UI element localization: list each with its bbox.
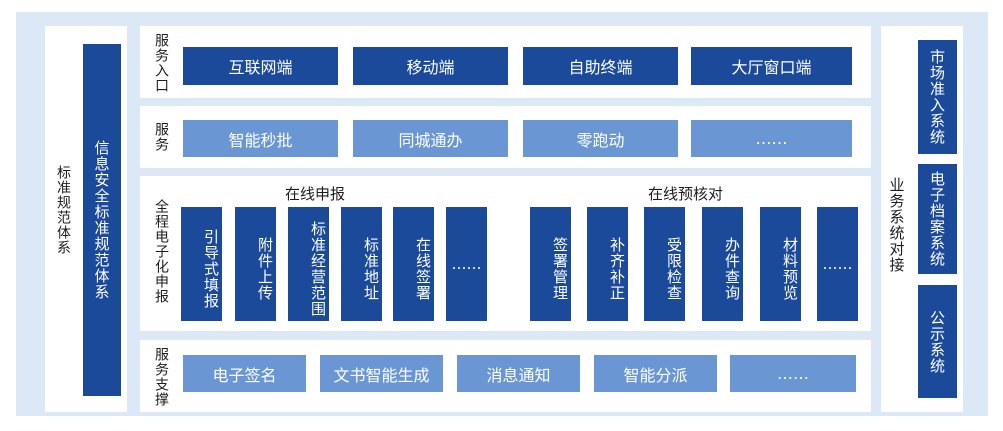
instant-approval-box: 智能秒批	[183, 120, 338, 157]
mobile-channel-box: 移动端	[353, 47, 508, 85]
business-integration-label: 业务系统对接	[887, 177, 906, 273]
standards-label: 标准规范体系	[55, 165, 71, 255]
service-label: 服务	[153, 122, 169, 152]
market-access-system-box: 市场准入系统	[918, 40, 957, 154]
electronic-filing-label: 全程电子化申报	[153, 198, 169, 304]
same-city-service-box: 同城通办	[353, 120, 508, 157]
online-precheck-title: 在线预核对	[648, 185, 724, 203]
smart-dispatch-box: 智能分派	[594, 355, 717, 392]
kiosk-channel-box: 自助终端	[523, 47, 678, 85]
hall-window-channel-box: 大厅窗口端	[691, 47, 852, 85]
zero-trip-box: 零跑动	[523, 120, 678, 157]
security-standards-box: 信息安全标准规范体系	[83, 44, 121, 396]
case-query-box: 办件查询	[702, 207, 743, 321]
public-notice-system-box: 公示系统	[918, 285, 957, 398]
e-archive-system-box: 电子档案系统	[918, 164, 957, 274]
filing-more-box: ……	[446, 207, 487, 321]
service-entry-label: 服务入口	[153, 33, 169, 93]
guided-filling-box: 引导式填报	[181, 207, 222, 321]
restriction-check-box: 受限检查	[644, 207, 685, 321]
internet-channel-box: 互联网端	[183, 47, 338, 85]
attachment-upload-box: 附件上传	[235, 207, 276, 321]
e-signature-box: 电子签名	[183, 355, 306, 392]
message-notification-box: 消息通知	[457, 355, 580, 392]
online-signing-box: 在线签署	[393, 207, 434, 321]
service-more-box: ……	[691, 120, 852, 157]
supplement-correction-box: 补齐补正	[587, 207, 628, 321]
service-support-label: 服务支撑	[153, 347, 169, 407]
document-generation-box: 文书智能生成	[320, 355, 443, 392]
business-scope-box: 标准经营范围	[288, 207, 329, 321]
online-filing-title: 在线申报	[285, 185, 346, 203]
standard-address-box: 标准地址	[341, 207, 382, 321]
precheck-more-box: ……	[817, 207, 858, 321]
signing-management-box: 签署管理	[530, 207, 571, 321]
material-preview-box: 材料预览	[760, 207, 801, 321]
support-more-box: ……	[730, 355, 856, 392]
